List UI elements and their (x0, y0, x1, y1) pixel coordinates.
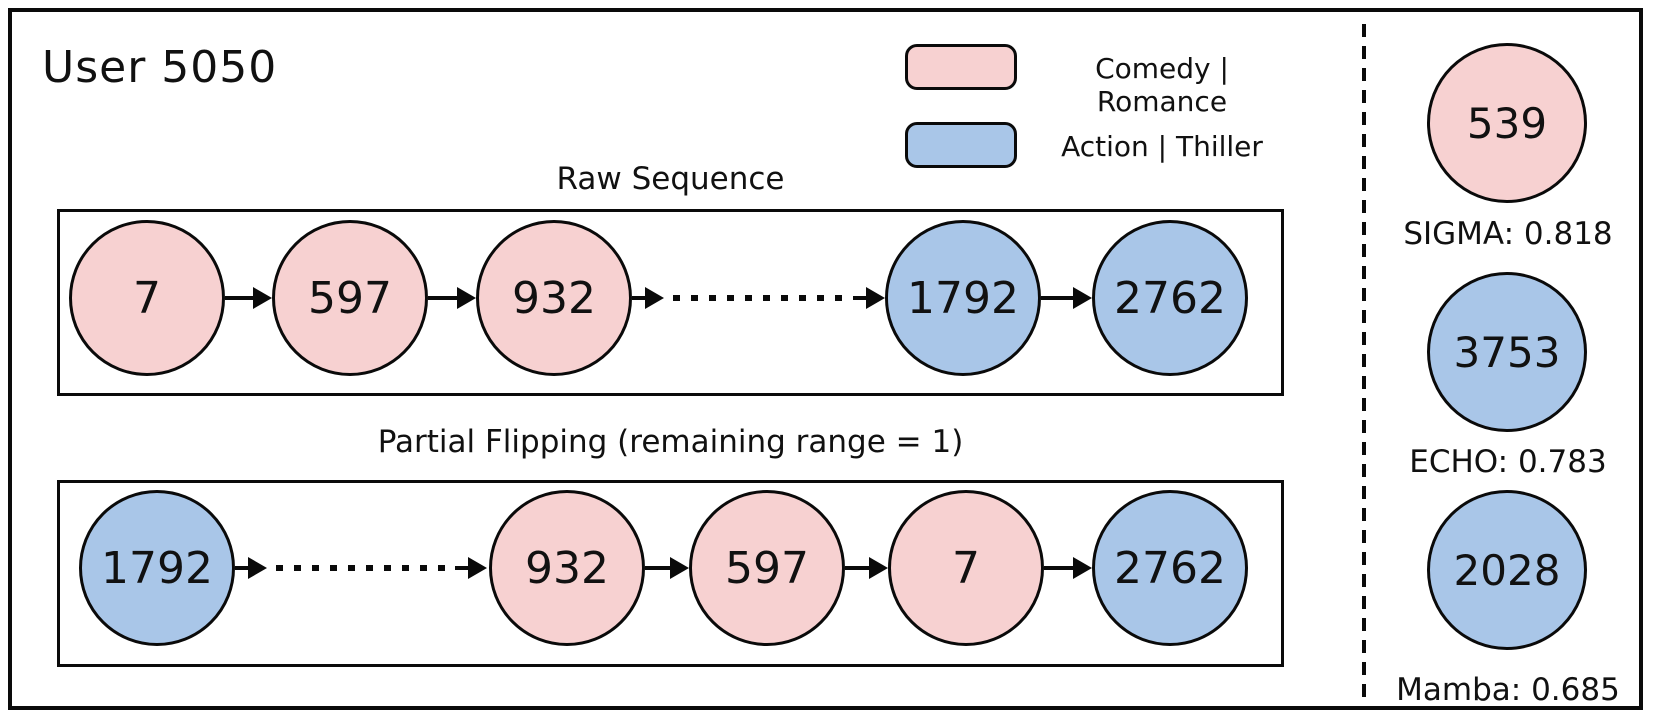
dotted-arrow-icon (632, 287, 885, 309)
sequence-node: 1792 (885, 220, 1041, 376)
sequence-node: 2762 (1092, 220, 1248, 376)
raw-sequence-title: Raw Sequence (556, 161, 785, 197)
prediction-node-mamba: 2028 (1427, 490, 1587, 650)
arrow-icon (845, 557, 888, 579)
sequence-node: 1792 (79, 490, 235, 646)
prediction-label-echo: ECHO: 0.783 (1409, 444, 1607, 480)
sequence-node: 597 (689, 490, 845, 646)
prediction-node-echo: 3753 (1427, 272, 1587, 432)
prediction-node-sigma: 539 (1427, 43, 1587, 203)
sequence-node: 597 (272, 220, 428, 376)
user-id-label: User 5050 (42, 42, 278, 93)
arrow-icon (1044, 557, 1092, 579)
arrow-icon (645, 557, 689, 579)
sequence-node: 7 (69, 220, 225, 376)
sequence-node: 932 (489, 490, 645, 646)
prediction-label-mamba: Mamba: 0.685 (1396, 672, 1620, 708)
arrow-icon (428, 287, 476, 309)
dashed-divider (1362, 24, 1366, 704)
prediction-label-sigma: SIGMA: 0.818 (1403, 216, 1613, 252)
legend-label-comedy-romance: Comedy | Romance (1095, 52, 1229, 118)
sequence-node: 932 (476, 220, 632, 376)
legend-label-action-thriller: Action | Thiller (1061, 130, 1263, 163)
sequence-node: 7 (888, 490, 1044, 646)
partial-flipping-title: Partial Flipping (remaining range = 1) (377, 424, 964, 460)
dotted-arrow-icon (235, 557, 487, 579)
legend-swatch-comedy-romance (905, 44, 1017, 90)
sequence-node: 2762 (1092, 490, 1248, 646)
legend-swatch-action-thriller (905, 122, 1017, 168)
arrow-icon (1041, 287, 1092, 309)
arrow-icon (225, 287, 272, 309)
